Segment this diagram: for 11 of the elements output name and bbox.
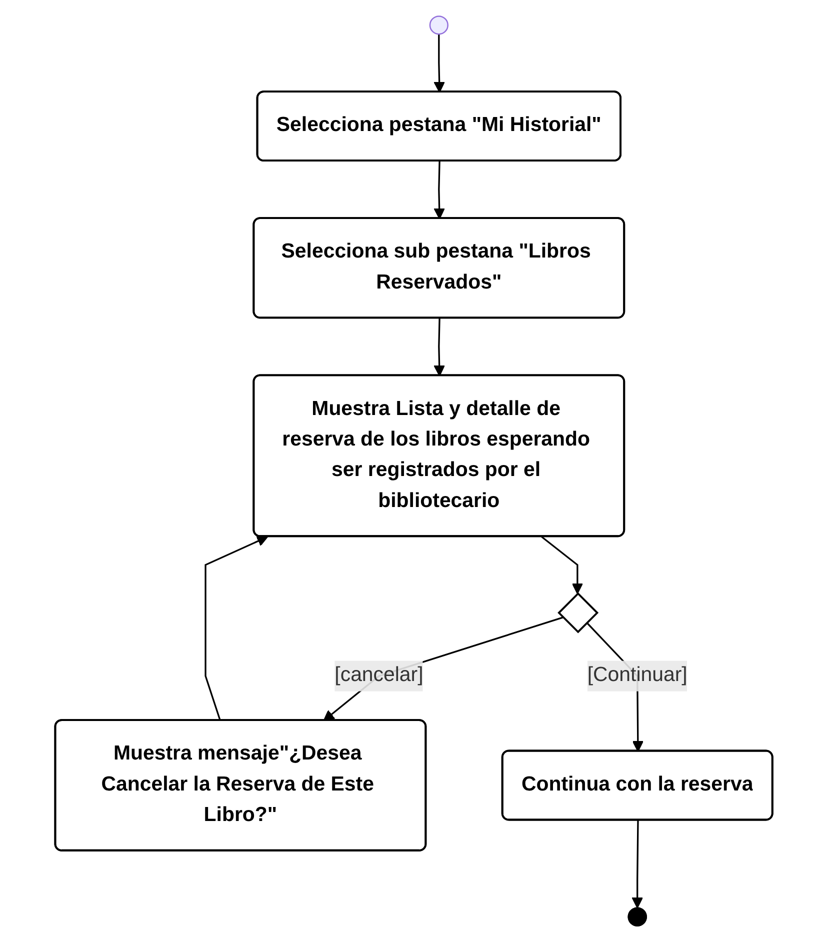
- arrow: [632, 820, 644, 908]
- arrow: [541, 536, 584, 594]
- edge-label: [cancelar]: [334, 664, 424, 686]
- edge-label: [Continuar]: [588, 664, 688, 686]
- arrow: [204, 535, 268, 720]
- arrow: [434, 34, 446, 92]
- node-diamond: [558, 592, 599, 633]
- node-circle: [430, 15, 449, 34]
- arrow: [434, 318, 446, 376]
- arrow: [323, 616, 564, 721]
- arrow: [434, 160, 446, 219]
